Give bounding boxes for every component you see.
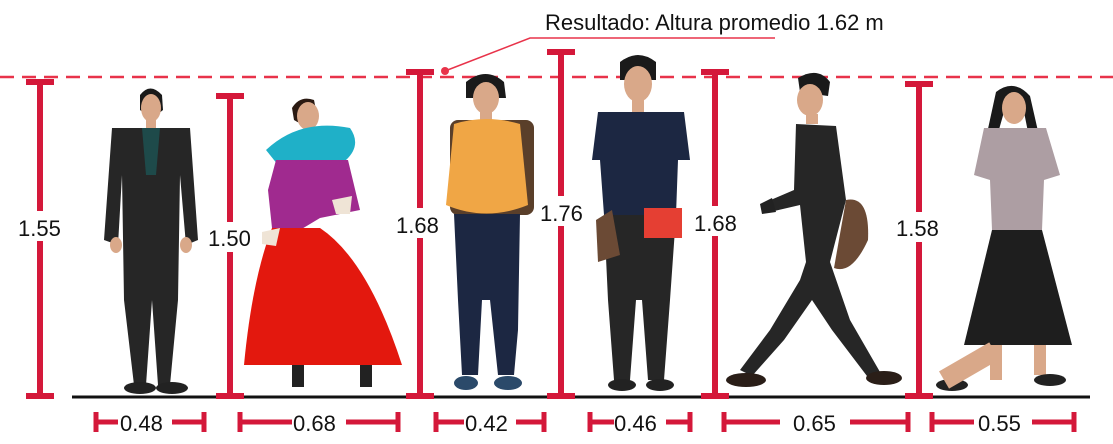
height-label-3: 1.68 [396, 213, 439, 238]
width-bar-6 [929, 412, 1077, 432]
width-label-6: 0.55 [978, 411, 1021, 436]
man-holding-book-icon [592, 55, 690, 391]
width-bar-3 [433, 412, 547, 432]
width-label-2: 0.68 [293, 411, 336, 436]
height-label-6: 1.58 [896, 216, 939, 241]
width-bar-4 [587, 412, 693, 432]
standing-man-suit-icon [104, 88, 198, 394]
woman-skirt-icon [936, 85, 1072, 391]
height-label-4: 1.76 [540, 201, 583, 226]
width-label-1: 0.48 [120, 411, 163, 436]
width-label-3: 0.42 [465, 411, 508, 436]
result-callout: Resultado: Altura promedio 1.62 m [441, 10, 884, 75]
woman-traditional-dress-icon [244, 98, 402, 387]
width-label-4: 0.46 [614, 411, 657, 436]
walking-man-bag-icon [726, 72, 902, 387]
height-label-5: 1.68 [694, 211, 737, 236]
result-label: Resultado: Altura promedio 1.62 m [545, 10, 884, 35]
height-label-2: 1.50 [208, 226, 251, 251]
width-bar-1 [93, 412, 207, 432]
width-bar-2 [237, 412, 401, 432]
callout-leader [444, 37, 775, 72]
width-label-5: 0.65 [793, 411, 836, 436]
height-label-1: 1.55 [18, 216, 61, 241]
width-bar-5 [721, 412, 911, 432]
student-backpack-icon [446, 74, 534, 390]
